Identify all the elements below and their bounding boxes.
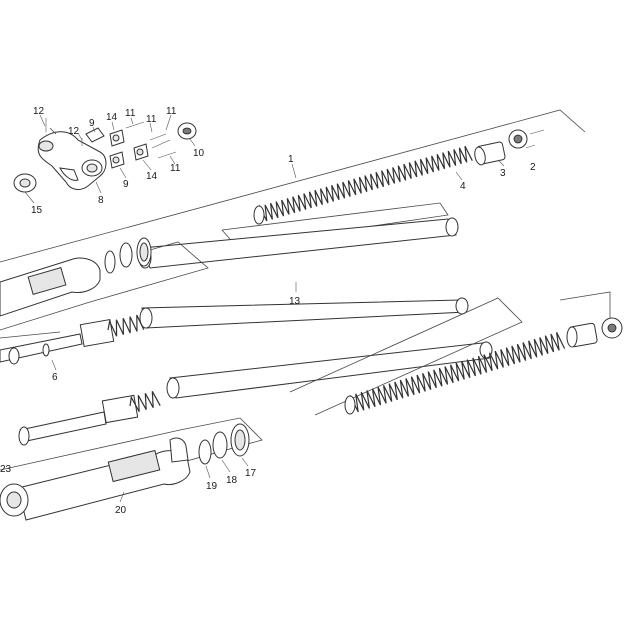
callout-9b: 9 <box>123 179 129 190</box>
callout-20: 20 <box>115 505 127 516</box>
callout-11b: 11 <box>146 114 157 125</box>
callout-3: 3 <box>500 168 506 179</box>
callout-11a: 11 <box>125 108 136 119</box>
top-yoke-assembly <box>13 118 197 204</box>
assembly-outline-upper <box>0 109 586 331</box>
callout-23: 23 <box>0 464 12 475</box>
fork-tubes <box>138 217 493 399</box>
left-upper-slider <box>0 237 209 317</box>
lower-spring-group <box>289 291 623 416</box>
callout-labels: 12 12 9 9 14 14 11 11 11 11 10 8 15 1 2 … <box>0 106 536 516</box>
upper-spring-group <box>221 129 545 247</box>
callout-8: 8 <box>98 195 104 206</box>
callout-9a: 9 <box>89 118 95 129</box>
callout-10: 10 <box>193 148 205 159</box>
damper-rod-lower <box>18 391 161 446</box>
callout-13: 13 <box>289 296 301 307</box>
callout-12a: 12 <box>33 106 45 117</box>
callout-12b: 12 <box>68 126 80 137</box>
callout-11c: 11 <box>166 106 177 117</box>
callout-19: 19 <box>206 481 218 492</box>
damper-rod-upper <box>0 314 145 371</box>
callout-17: 17 <box>245 468 257 479</box>
leader-lines-top <box>39 114 196 194</box>
callout-11d: 11 <box>170 163 181 174</box>
callout-6: 6 <box>52 372 58 383</box>
lower-slider-assembly <box>0 417 263 521</box>
callout-14b: 14 <box>146 171 158 182</box>
callout-18: 18 <box>226 475 238 486</box>
callout-14a: 14 <box>106 112 118 123</box>
callout-1: 1 <box>288 154 294 165</box>
callout-2: 2 <box>530 162 536 173</box>
callout-15: 15 <box>31 205 43 216</box>
callout-4: 4 <box>460 181 466 192</box>
